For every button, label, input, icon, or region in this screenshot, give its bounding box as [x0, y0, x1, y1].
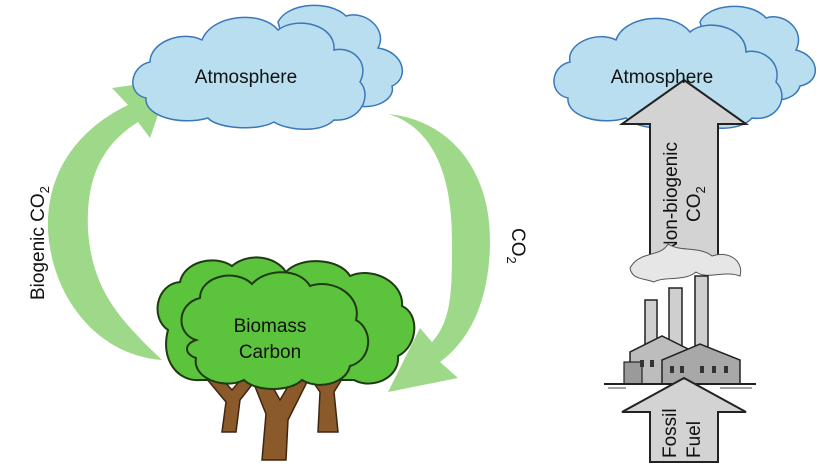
co2-release-label: CO2	[504, 228, 528, 264]
trees-illustration	[156, 256, 416, 461]
non-biogenic-co2-arrow	[618, 78, 750, 266]
biogenic-co2-label: Biogenic CO2	[28, 186, 52, 300]
atmosphere-cloud-left	[132, 4, 403, 130]
atmosphere-label-right: Atmosphere	[611, 67, 713, 88]
co2-release-arrow	[388, 68, 490, 392]
factory-illustration	[604, 243, 756, 389]
non-biogenic-label: Non-biogenic	[661, 142, 682, 254]
fossil-fuel-arrow	[621, 376, 747, 463]
fuel-label: Fuel	[684, 421, 705, 458]
biogenic-co2-arrow	[47, 80, 171, 408]
carbon-label: Carbon	[239, 342, 301, 363]
fossil-label: Fossil	[660, 408, 681, 458]
biomass-label: Biomass	[234, 316, 307, 337]
atmosphere-cloud-right	[553, 5, 817, 130]
atmosphere-label-left: Atmosphere	[195, 67, 297, 88]
non-biogenic-co2-label: CO2	[684, 186, 708, 222]
